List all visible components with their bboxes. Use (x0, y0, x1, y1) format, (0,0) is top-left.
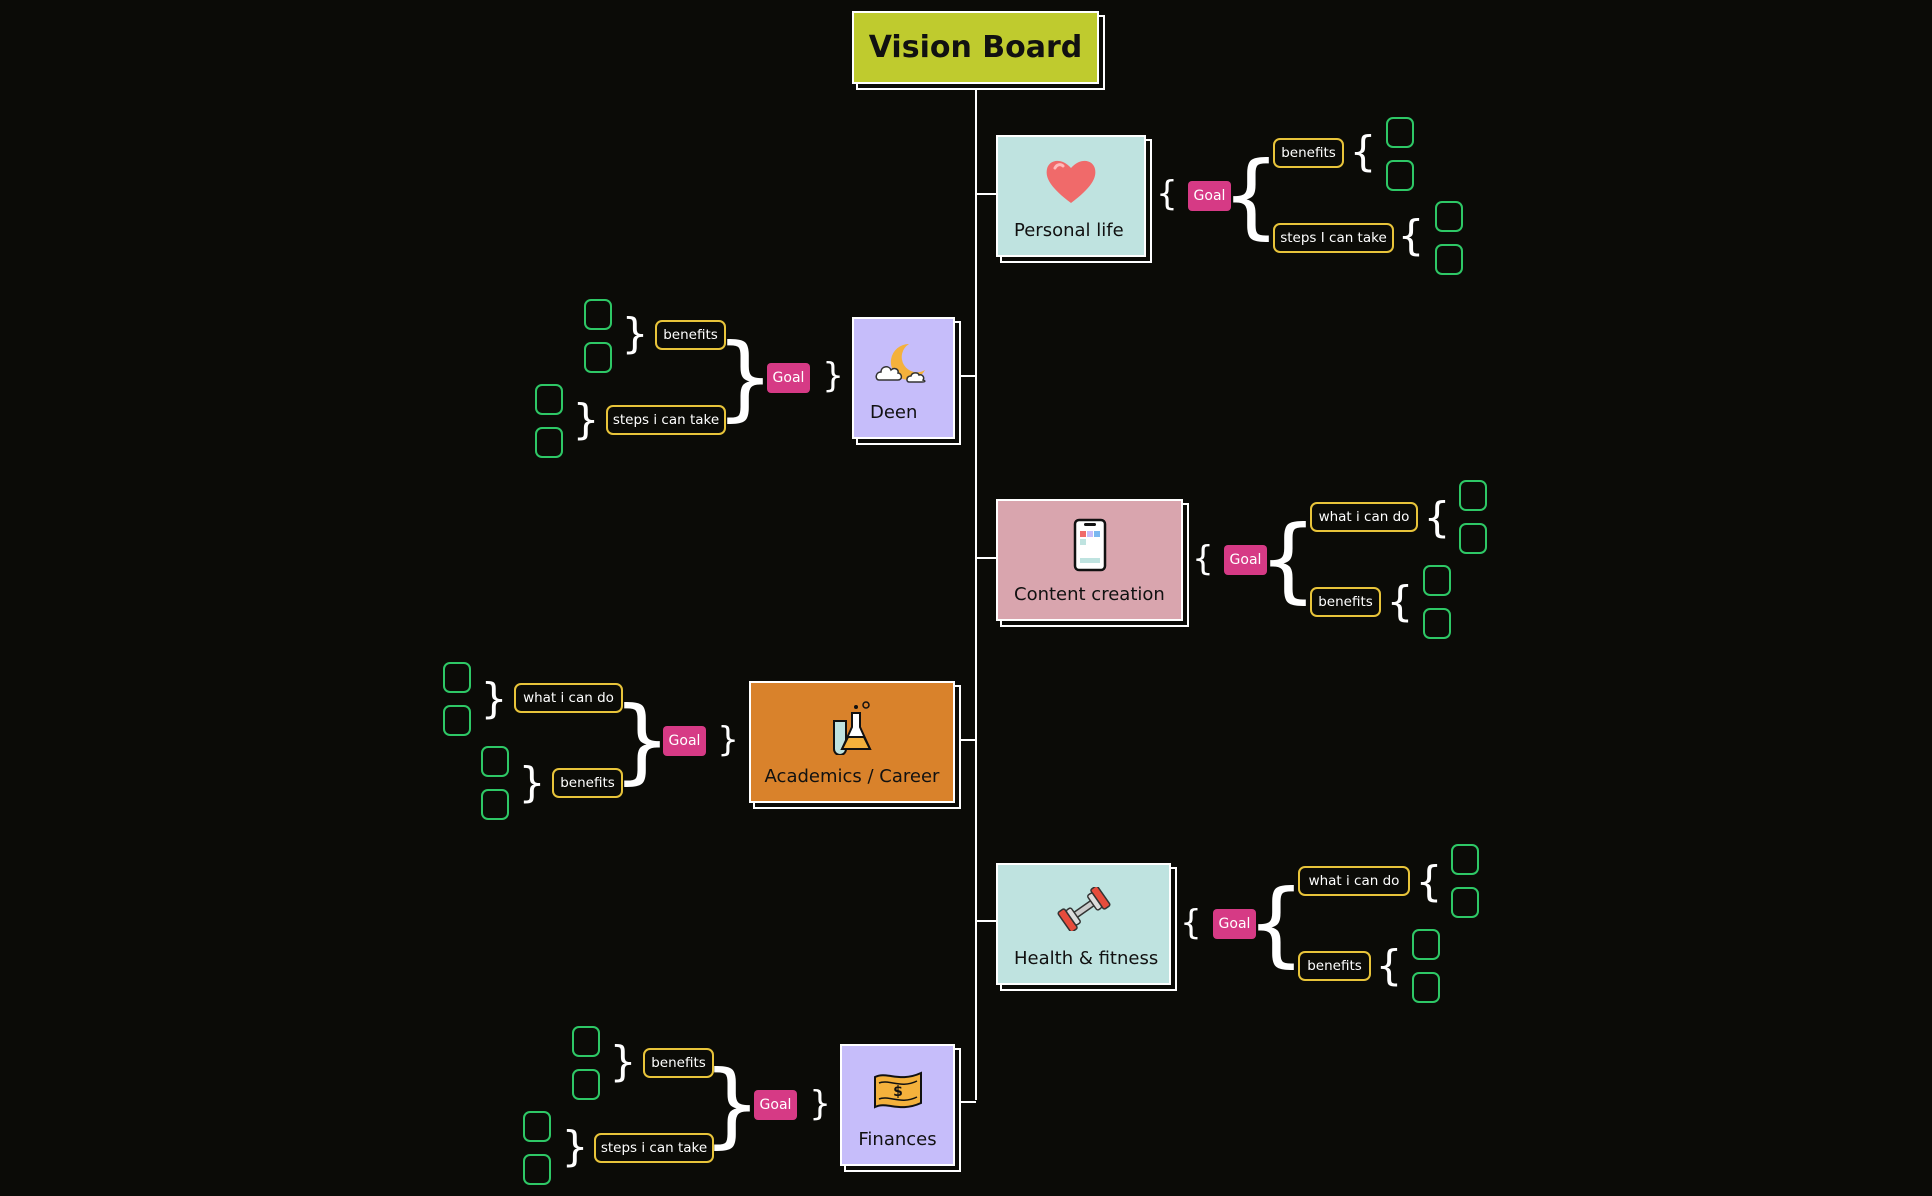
brace-icon: } (702, 1051, 762, 1158)
category-health-fitness[interactable]: Health & fitness (996, 863, 1171, 985)
empty-box[interactable] (1451, 887, 1479, 918)
goal-badge[interactable]: Goal (663, 726, 706, 756)
empty-box[interactable] (1435, 244, 1463, 275)
dumbbell-icon (998, 879, 1169, 939)
tag-benefits[interactable]: benefits (643, 1048, 714, 1078)
empty-box[interactable] (1423, 608, 1451, 639)
empty-box[interactable] (1386, 160, 1414, 191)
goal-badge[interactable]: Goal (1224, 545, 1267, 575)
page-title: Vision Board (868, 30, 1083, 65)
tag-what-i-can-do[interactable]: what i can do (1310, 502, 1418, 532)
brace-icon: } (612, 687, 672, 794)
empty-box[interactable] (523, 1154, 551, 1185)
goal-badge[interactable]: Goal (767, 363, 810, 393)
brace-icon: { (1386, 577, 1414, 626)
category-label: Health & fitness (1014, 948, 1159, 969)
empty-box[interactable] (1386, 117, 1414, 148)
goal-badge[interactable]: Goal (1188, 181, 1231, 211)
category-label: Academics / Career (764, 766, 940, 787)
tag-benefits[interactable]: benefits (1273, 138, 1344, 168)
brace-icon: } (715, 324, 775, 431)
goal-badge[interactable]: Goal (754, 1090, 797, 1120)
empty-box[interactable] (1459, 480, 1487, 511)
brace-icon: } (480, 674, 508, 723)
tag-benefits[interactable]: benefits (1298, 951, 1371, 981)
brace-icon: } (717, 720, 739, 760)
category-personal-life[interactable]: Personal life (996, 135, 1146, 257)
brace-icon: { (1246, 870, 1306, 977)
brace-icon: { (1221, 142, 1281, 249)
brace-icon: } (822, 356, 844, 396)
brace-icon: { (1397, 211, 1425, 260)
empty-box[interactable] (1423, 565, 1451, 596)
category-label: Personal life (1014, 220, 1124, 241)
phone-icon (998, 515, 1181, 575)
empty-box[interactable] (1459, 523, 1487, 554)
empty-box[interactable] (443, 705, 471, 736)
empty-box[interactable] (1435, 201, 1463, 232)
empty-box[interactable] (523, 1111, 551, 1142)
tag-benefits[interactable]: benefits (552, 768, 623, 798)
category-deen[interactable]: Deen (852, 317, 955, 439)
tag-what-i-can-do[interactable]: what i can do (514, 683, 623, 713)
empty-box[interactable] (481, 789, 509, 820)
brace-icon: { (1258, 506, 1318, 613)
brace-icon: } (609, 1037, 637, 1086)
money-icon: $ (842, 1060, 953, 1120)
empty-box[interactable] (535, 384, 563, 415)
brace-icon: } (572, 395, 600, 444)
tag-steps[interactable]: steps I can take (1273, 223, 1394, 253)
empty-box[interactable] (584, 342, 612, 373)
svg-text:$: $ (893, 1084, 903, 1100)
empty-box[interactable] (1451, 844, 1479, 875)
tag-benefits[interactable]: benefits (655, 320, 726, 350)
flask-icon (751, 697, 953, 757)
tag-benefits[interactable]: benefits (1310, 587, 1381, 617)
brace-icon: { (1375, 941, 1403, 990)
vision-board-title-box[interactable]: Vision Board (852, 11, 1099, 84)
brace-icon: } (809, 1084, 831, 1124)
category-label: Content creation (1014, 584, 1165, 605)
brace-icon: { (1192, 539, 1214, 579)
goal-badge[interactable]: Goal (1213, 909, 1256, 939)
empty-box[interactable] (584, 299, 612, 330)
empty-box[interactable] (1412, 972, 1440, 1003)
tag-what-i-can-do[interactable]: what i can do (1298, 866, 1410, 896)
empty-box[interactable] (443, 662, 471, 693)
category-academics-career[interactable]: Academics / Career (749, 681, 955, 803)
brace-icon: { (1180, 903, 1202, 943)
brace-icon: { (1423, 493, 1451, 542)
brace-icon: { (1156, 174, 1178, 214)
brace-icon: } (518, 758, 546, 807)
category-content-creation[interactable]: Content creation (996, 499, 1183, 621)
brace-icon: } (561, 1122, 589, 1171)
category-label: Deen (870, 402, 918, 423)
brace-icon: { (1349, 127, 1377, 176)
empty-box[interactable] (1412, 929, 1440, 960)
category-finances[interactable]: $ Finances (840, 1044, 955, 1166)
empty-box[interactable] (481, 746, 509, 777)
category-label: Finances (858, 1129, 937, 1150)
empty-box[interactable] (572, 1069, 600, 1100)
heart-icon (998, 151, 1144, 211)
moon-cloud-icon (854, 333, 953, 393)
empty-box[interactable] (572, 1026, 600, 1057)
empty-box[interactable] (535, 427, 563, 458)
tag-steps[interactable]: steps i can take (606, 405, 726, 435)
brace-icon: } (621, 309, 649, 358)
tag-steps[interactable]: steps i can take (594, 1133, 714, 1163)
brace-icon: { (1415, 857, 1443, 906)
